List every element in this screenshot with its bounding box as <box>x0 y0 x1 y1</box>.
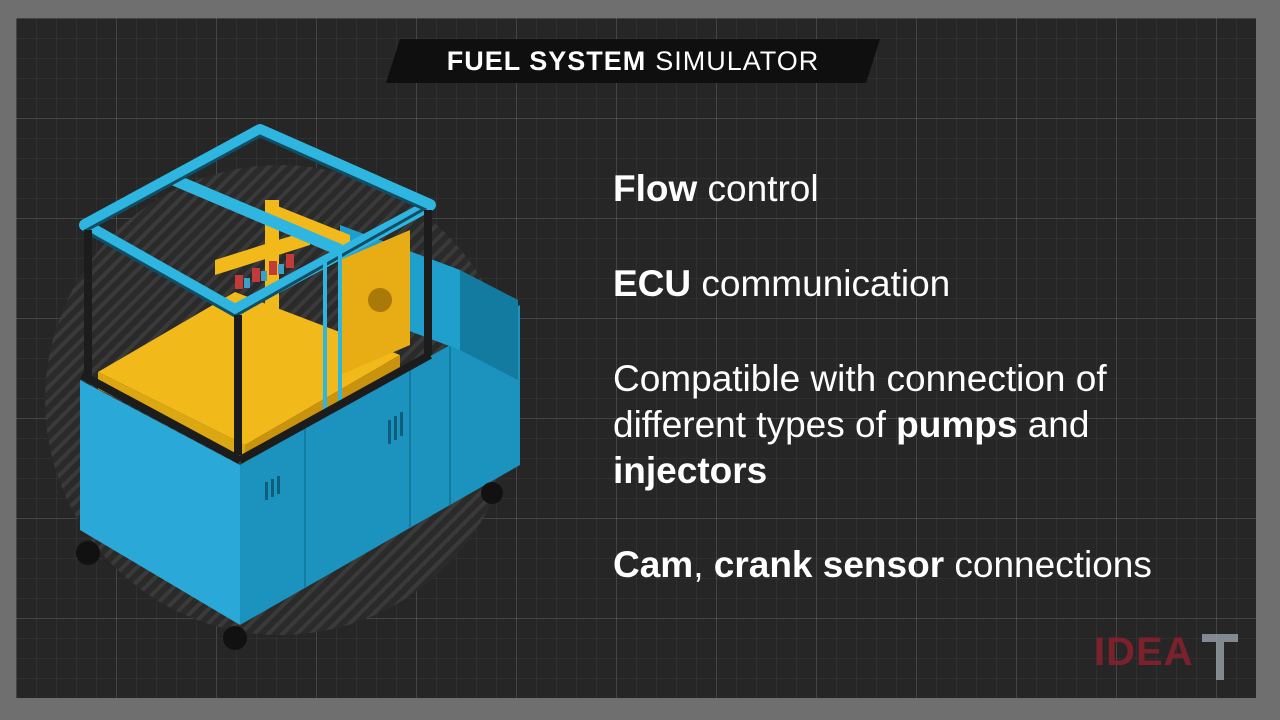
title-light: SIMULATOR <box>655 45 820 76</box>
feature-strong: injectors <box>613 450 768 491</box>
page-title: FUEL SYSTEM SIMULATOR <box>386 39 880 83</box>
feature-text: connections <box>944 544 1152 585</box>
idea-logo: IDEA <box>1094 630 1244 685</box>
feature-compatibility: Compatible with connection of different … <box>613 356 1233 494</box>
feature-strong: crank sensor <box>713 544 945 585</box>
feature-flow-control: Flow control <box>613 166 819 212</box>
feature-strong: Flow <box>613 168 698 209</box>
simulator-machine-illustration <box>45 124 520 650</box>
feature-text: control <box>697 168 819 209</box>
title-bold: FUEL SYSTEM <box>446 45 647 76</box>
feature-text: , <box>693 544 714 585</box>
logo-text: IDEA <box>1094 630 1194 674</box>
title-banner-shape <box>386 39 880 83</box>
logo-mark <box>1202 634 1238 680</box>
feature-text: Compatible with connection of different … <box>613 358 1107 445</box>
feature-ecu-communication: ECU communication <box>613 261 950 307</box>
cabinet-left-face <box>80 380 240 625</box>
feature-text: and <box>1017 404 1090 445</box>
feature-strong: ECU <box>613 263 692 304</box>
feature-strong: Cam <box>613 544 694 585</box>
title-banner: FUEL SYSTEM SIMULATOR <box>386 39 880 83</box>
feature-strong: pumps <box>896 404 1018 445</box>
wheels <box>76 482 503 650</box>
cyan-frame <box>79 124 436 316</box>
feature-sensor-connections: Cam, crank sensor connections <box>613 542 1152 588</box>
feature-text: communication <box>691 263 951 304</box>
